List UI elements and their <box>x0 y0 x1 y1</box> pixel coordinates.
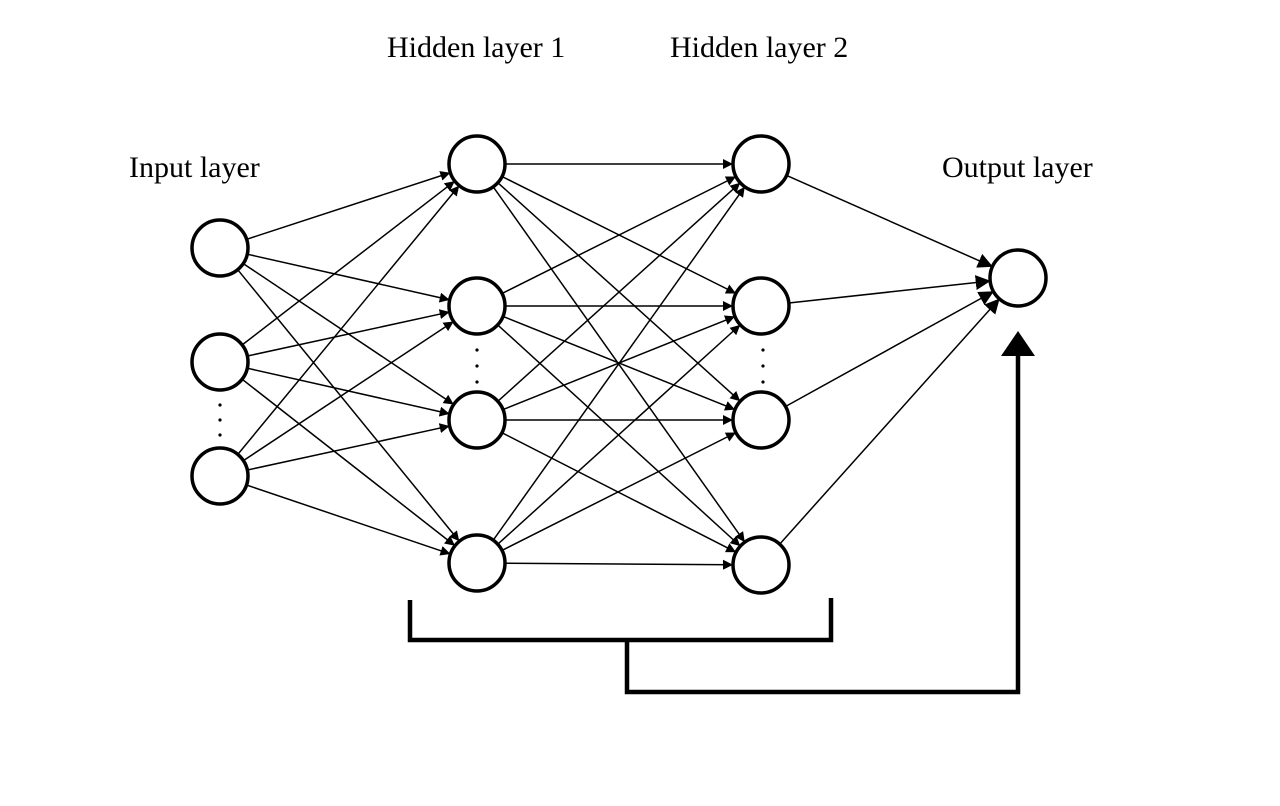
edge-l1-3-to-4 <box>246 484 451 556</box>
hidden-1-ellipsis-dot-1 <box>475 348 479 352</box>
edge-l1-1-to-1 <box>246 171 451 241</box>
network-nodes <box>190 134 1048 595</box>
input-ellipsis-dot-2 <box>218 418 222 422</box>
input-node-3 <box>190 446 250 506</box>
hidden-2-ellipsis-dot-1 <box>761 348 765 352</box>
input-node-2 <box>190 332 250 392</box>
hidden-1-node-2 <box>447 276 507 336</box>
edge-l3-3-to-1 <box>785 291 994 408</box>
output-node-1 <box>988 248 1048 308</box>
edge-l2-4-to-4 <box>504 559 733 570</box>
edge-l1-1-to-2 <box>247 253 450 303</box>
edge-l2-4-to-2 <box>497 324 741 545</box>
edge-l2-2-to-1 <box>501 176 736 295</box>
feedback-arrowhead <box>1001 331 1035 356</box>
hidden-1-node-3 <box>447 390 507 450</box>
input-node-1 <box>190 218 250 278</box>
feedback-path <box>624 352 1021 695</box>
hidden-1-node-4 <box>447 533 507 593</box>
edge-l3-1-to-1 <box>786 174 993 268</box>
edge-l1-3-to-2 <box>242 321 454 462</box>
hidden-layer-2-label: Hidden layer 2 <box>670 31 849 64</box>
edge-l2-4-to-1 <box>492 186 745 541</box>
ellipsis-dots <box>218 348 765 437</box>
hidden-2-node-4 <box>731 535 791 595</box>
hidden-2-ellipsis-dot-3 <box>761 380 765 384</box>
input-ellipsis-dot-3 <box>218 433 222 437</box>
edge-l1-1-to-4 <box>237 269 460 542</box>
output-layer-label: Output layer <box>942 151 1093 184</box>
feedback-bracket <box>407 331 1035 695</box>
edge-l2-4-to-3 <box>501 432 736 552</box>
edge-l3-2-to-1 <box>788 275 991 304</box>
edge-l1-2-to-2 <box>247 309 450 357</box>
input-ellipsis-dot-1 <box>218 403 222 407</box>
hidden-2-node-2 <box>731 276 791 336</box>
hidden-2-node-3 <box>731 390 791 450</box>
hidden-1-node-1 <box>447 134 507 194</box>
connection-edges <box>237 159 1000 570</box>
hidden-layers-bracket <box>407 598 834 643</box>
hidden-layer-1-label: Hidden layer 1 <box>387 31 566 64</box>
hidden-1-ellipsis-dot-2 <box>475 364 479 368</box>
input-layer-label: Input layer <box>129 151 260 184</box>
edge-l3-4-to-1 <box>779 298 1000 545</box>
edge-l1-3-to-1 <box>237 185 460 455</box>
hidden-2-ellipsis-dot-2 <box>761 364 765 368</box>
hidden-2-node-1 <box>731 134 791 194</box>
edge-l1-3-to-3 <box>247 423 450 471</box>
edge-l1-2-to-1 <box>241 181 455 346</box>
hidden-1-ellipsis-dot-3 <box>475 380 479 384</box>
edge-l2-3-to-1 <box>497 182 741 402</box>
